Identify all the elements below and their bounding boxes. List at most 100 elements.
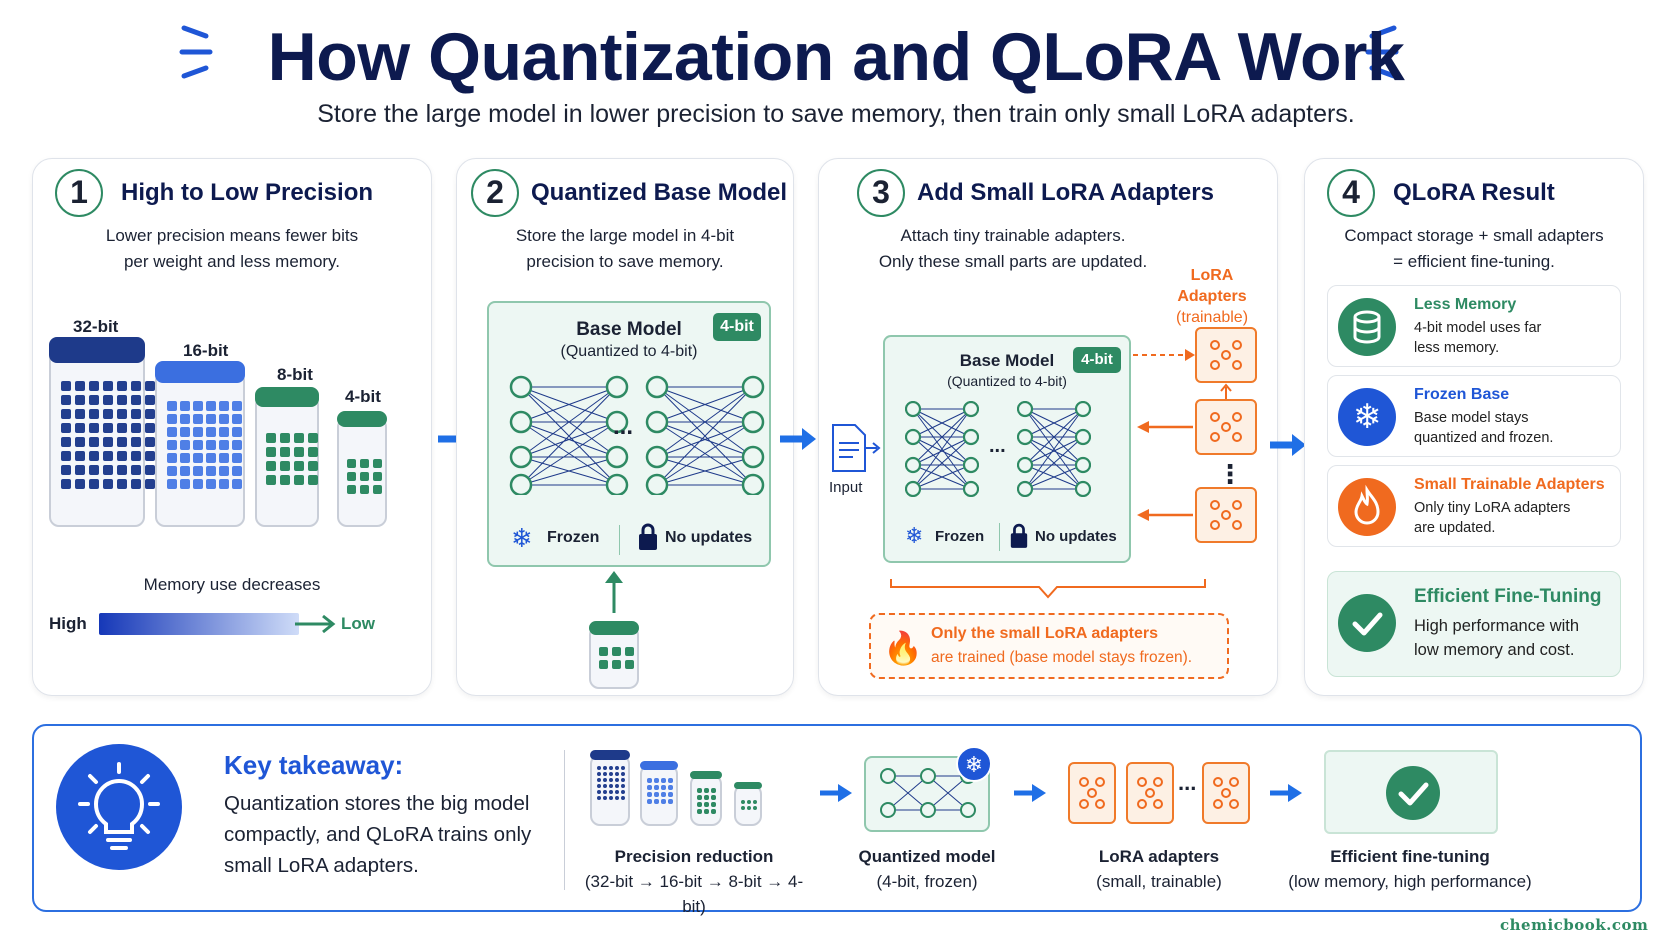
- jar-4bit: [337, 411, 387, 527]
- panel-qlora-result: 4 QLoRA Result Compact storage + small a…: [1304, 158, 1644, 696]
- page-subtitle: Store the large model in lower precision…: [317, 100, 1355, 128]
- panel-high-to-low-precision: 1 High to Low Precision Lower precision …: [32, 158, 432, 696]
- flow-arrow-icon: [1014, 784, 1046, 802]
- mini-efficient-box: [1324, 750, 1498, 834]
- ellipsis: ...: [1178, 770, 1197, 795]
- brace-icon: [890, 579, 1206, 599]
- panel-add-lora-adapters: 3 Add Small LoRA Adapters Attach tiny tr…: [818, 158, 1278, 696]
- lightbulb-icon: [56, 744, 182, 870]
- step-number: 1: [55, 169, 103, 217]
- step-number: 4: [1327, 169, 1375, 217]
- panel-description: Attach tiny trainable adapters.Only thes…: [878, 226, 1148, 271]
- input-label: Input: [829, 479, 863, 496]
- mini-jars-icon: [590, 750, 780, 830]
- snowflake-icon: ❄: [1338, 388, 1396, 446]
- base-model-title: Base Model: [576, 319, 682, 340]
- mini-quantized-model-icon: [864, 756, 990, 832]
- 4bit-badge: 4-bit: [713, 313, 761, 341]
- result-card-efficient-fine-tuning: Efficient Fine-Tuning High performance w…: [1327, 571, 1621, 677]
- base-model-subtitle: (Quantized to 4-bit): [947, 373, 1067, 389]
- lock-icon: [639, 523, 657, 550]
- panel-quantized-base-model: 2 Quantized Base Model Store the large m…: [456, 158, 794, 696]
- flame-icon: [1338, 478, 1396, 536]
- lora-adapter-2: [1195, 399, 1257, 455]
- base-model-subtitle: (Quantized to 4-bit): [560, 343, 698, 360]
- jar-16bit: [155, 361, 245, 527]
- jar-label-4bit: 4-bit: [345, 387, 381, 406]
- database-icon: [1338, 298, 1396, 356]
- adapter-connectors: [1133, 349, 1195, 521]
- panel-title: Add Small LoRA Adapters: [917, 179, 1214, 206]
- frozen-label: Frozen: [547, 529, 600, 546]
- takeaway-heading: Key takeaway:: [224, 750, 404, 780]
- note-line-2: are trained (base model stays frozen).: [931, 649, 1193, 666]
- no-updates-label: No updates: [665, 529, 753, 546]
- panel-title: QLoRA Result: [1393, 179, 1555, 206]
- ellipsis: ...: [989, 435, 1006, 457]
- step-lora-adapters: LoRA adapters(small, trainable): [1096, 847, 1222, 891]
- mini-lora-adapter-1: [1068, 762, 1116, 824]
- neural-network-icon: [509, 375, 629, 495]
- jar-label-8bit: 8-bit: [277, 365, 313, 384]
- flame-icon: 🔥: [883, 630, 923, 666]
- mini-lora-adapter-3: [1202, 762, 1250, 824]
- page-title: How Quantization and QLoRA Work: [267, 19, 1405, 95]
- base-model-box: Base Model (Quantized to 4-bit) 4-bit ..…: [883, 335, 1131, 563]
- no-updates-label: No updates: [1035, 528, 1117, 545]
- snowflake-icon: ❄: [511, 523, 533, 553]
- card-title: Small Trainable Adapters: [1414, 476, 1605, 493]
- flow-arrow-icon: [1270, 434, 1306, 456]
- note-line-1: Only the small LoRA adapters: [931, 625, 1159, 642]
- key-takeaway-box: Key takeaway: Quantization stores the bi…: [32, 724, 1642, 916]
- memory-gradient-bar: [99, 613, 299, 635]
- panel-title: Quantized Base Model: [531, 179, 788, 206]
- lock-icon: [1010, 523, 1028, 548]
- panel-description: Compact storage + small adapters= effici…: [1344, 226, 1604, 271]
- step-quantized-model: Quantized model(4-bit, frozen): [858, 847, 996, 891]
- jar-label-16bit: 16-bit: [183, 341, 229, 360]
- arrow-up-icon: [1220, 383, 1232, 401]
- neural-network-icon: [905, 401, 979, 497]
- snowflake-icon: ❄: [905, 523, 924, 548]
- step-efficient-fine-tuning: Efficient fine-tuning(low memory, high p…: [1288, 847, 1532, 891]
- lora-adapter-1: [1195, 327, 1257, 383]
- card-title: Frozen Base: [1414, 386, 1510, 403]
- flow-arrow-icon: [780, 428, 816, 450]
- memory-label: Memory use decreases: [143, 575, 321, 594]
- base-model-box: Base Model (Quantized to 4-bit) 4-bit ..…: [487, 301, 771, 567]
- jar-8bit: [255, 387, 319, 527]
- neural-network-icon: [645, 375, 765, 495]
- arrow-right-icon: [865, 442, 881, 454]
- result-card-small-adapters: Small Trainable Adapters Only tiny LoRA …: [1327, 465, 1621, 547]
- low-label: Low: [341, 614, 375, 633]
- check-icon: [1338, 594, 1396, 652]
- jar-label-32bit: 32-bit: [73, 317, 119, 336]
- panel-title: High to Low Precision: [121, 179, 374, 206]
- card-title: Less Memory: [1414, 296, 1517, 313]
- document-input-icon: [832, 424, 866, 472]
- footer-url[interactable]: chemicbook.com: [1500, 916, 1649, 934]
- flow-arrow-icon: [1270, 784, 1302, 802]
- check-icon: [1386, 766, 1440, 820]
- neural-network-icon: [1017, 401, 1091, 497]
- lora-adapter-3: [1195, 487, 1257, 543]
- high-label: High: [49, 614, 87, 633]
- base-model-title: Base Model: [959, 351, 1055, 370]
- 4bit-badge: 4-bit: [1073, 347, 1121, 373]
- arrow-right-icon: [295, 614, 336, 634]
- vertical-ellipsis: ⋮: [1217, 459, 1243, 489]
- step-precision-reduction: Precision reduction(32-bit → 16-bit → 8-…: [584, 847, 804, 916]
- left-accent-icon: [179, 25, 213, 79]
- step-number: 2: [471, 169, 519, 217]
- flow-arrow-icon: [820, 784, 852, 802]
- right-accent-icon: [1365, 25, 1399, 79]
